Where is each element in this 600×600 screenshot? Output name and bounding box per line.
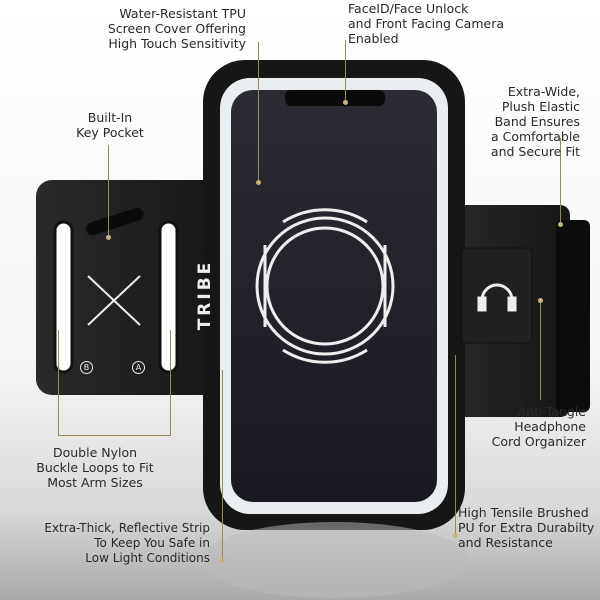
callout-reflective-strip: Extra-Thick, Reflective Strip To Keep Yo…: [44, 521, 210, 566]
key-pocket: [85, 207, 144, 236]
leader-dot: [256, 180, 261, 185]
callout-line: Extra-Thick, Reflective Strip: [44, 521, 210, 535]
leader-dot: [558, 222, 563, 227]
callout-line: and Secure Fit: [490, 144, 580, 159]
elastic-band: [556, 220, 590, 412]
callout-line: PU for Extra Durabilty: [458, 520, 595, 535]
phone-screen: [231, 90, 437, 502]
callout-key-pocket: Built-In Key Pocket: [60, 110, 160, 140]
leader-line: [540, 300, 541, 400]
callout-line: Cord Organizer: [491, 434, 586, 449]
callout-line: Anti-Tangle: [517, 404, 586, 419]
cord-organizer-pocket: [461, 247, 533, 344]
callout-line: Built-In: [87, 110, 133, 125]
callout-brushed-pu: High Tensile Brushed PU for Extra Durabi…: [458, 505, 594, 550]
ring-logo-icon: [255, 208, 395, 364]
leader-line: [345, 40, 346, 102]
leader-line: [58, 330, 59, 435]
callout-line: Low Light Conditions: [85, 551, 210, 565]
leader-dot: [538, 298, 543, 303]
callout-face-id: FaceID/Face Unlock and Front Facing Came…: [348, 1, 504, 46]
brand-label: TRIBE: [195, 259, 215, 331]
callout-screen-cover: Water-Resistant TPU Screen Cover Offerin…: [108, 6, 246, 51]
leader-dot: [453, 533, 458, 538]
callout-line: Enabled: [348, 31, 399, 46]
leader-line: [108, 145, 109, 237]
callout-elastic-band: Extra-Wide, Plush Elastic Band Ensures a…: [491, 84, 580, 159]
leader-dot: [220, 558, 225, 563]
leader-dot: [106, 235, 111, 240]
leader-dot: [343, 100, 348, 105]
callout-line: FaceID/Face Unlock: [348, 1, 469, 16]
callout-line: Buckle Loops to Fit: [36, 460, 154, 475]
leader-line: [258, 42, 259, 182]
leader-line: [560, 138, 561, 224]
leader-line: [222, 370, 223, 562]
callout-line: Key Pocket: [76, 125, 144, 140]
buckle-label-b: B: [80, 361, 93, 374]
tribe-logo-icon: [87, 275, 141, 326]
callout-line: Plush Elastic: [501, 99, 580, 114]
camera-notch: [285, 90, 385, 106]
callout-line: and Front Facing Camera: [348, 16, 505, 31]
callout-line: High Touch Sensitivity: [108, 36, 246, 51]
callout-line: Most Arm Sizes: [47, 475, 143, 490]
callout-buckle-loops: Double Nylon Buckle Loops to Fit Most Ar…: [10, 445, 180, 490]
buckle-loop-b: [53, 220, 74, 374]
callout-line: Double Nylon: [52, 445, 138, 460]
callout-line: Extra-Wide,: [507, 84, 580, 99]
headphone-icon: [477, 283, 517, 312]
leader-line: [58, 435, 171, 436]
reflection: [200, 522, 470, 598]
buckle-loop-a: [158, 220, 179, 374]
callout-line: Band Ensures: [494, 114, 580, 129]
callout-line: To Keep You Safe in: [94, 536, 210, 550]
buckle-label-a: A: [132, 361, 145, 374]
callout-line: High Tensile Brushed: [458, 505, 589, 520]
callout-line: Headphone: [514, 419, 586, 434]
callout-line: Screen Cover Offering: [107, 21, 246, 36]
callout-line: a Comfortable: [490, 129, 580, 144]
callout-line: Water-Resistant TPU: [119, 6, 246, 21]
leader-line: [455, 355, 456, 537]
callout-cord-organizer: Anti-Tangle Headphone Cord Organizer: [492, 404, 586, 449]
callout-line: and Resistance: [458, 535, 553, 550]
leader-line: [170, 330, 171, 435]
